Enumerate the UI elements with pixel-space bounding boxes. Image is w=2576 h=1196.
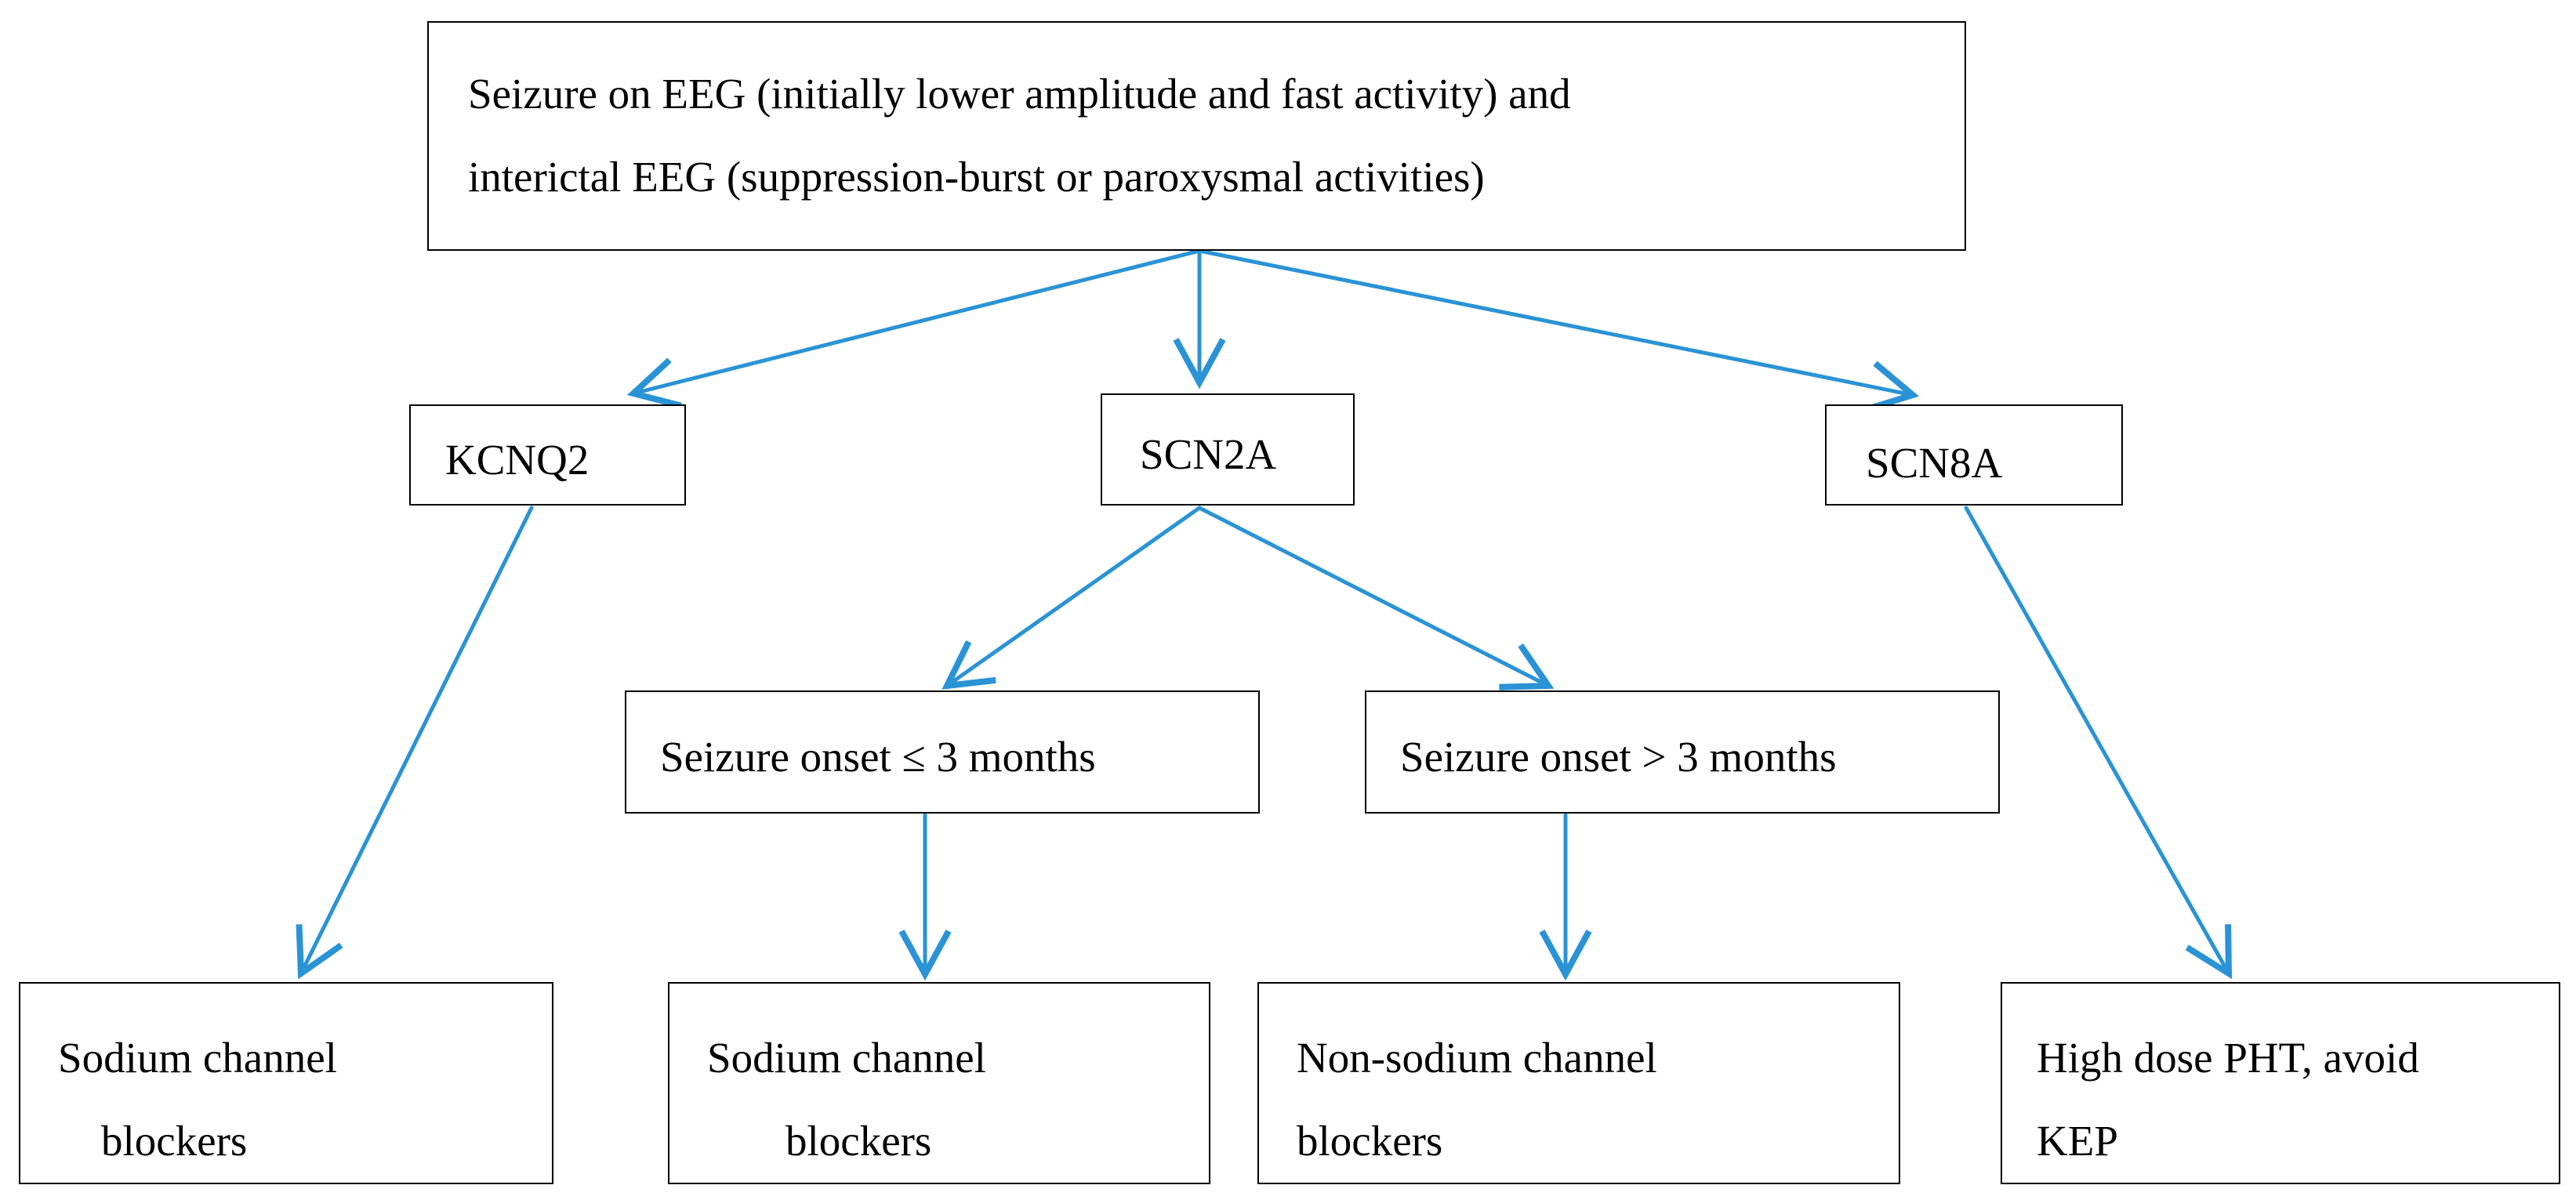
node-kcnq2-treatment-line-2: blockers [101, 1117, 248, 1165]
arrow-scn2a-to-onset-early [942, 506, 1202, 690]
node-scn8a-treatment-line-1: High dose PHT, avoid [2037, 1034, 2419, 1082]
node-root-line-2: interictal EEG (suppression-burst or par… [468, 153, 1485, 201]
node-scn2a-early-treatment-line-2: blockers [785, 1117, 932, 1165]
node-scn2a-late-treatment-line-2: blockers [1297, 1117, 1443, 1165]
node-onset-early: Seizure onset ≤ 3 months [625, 690, 1260, 814]
node-onset-early-label: Seizure onset ≤ 3 months [660, 733, 1096, 781]
node-kcnq2: KCNQ2 [409, 404, 686, 506]
node-kcnq2-label: KCNQ2 [445, 436, 590, 484]
arrow-root-to-scn8a [1197, 248, 1920, 413]
arrow-scn2a-to-onset-late [1197, 506, 1555, 690]
node-kcnq2-treatment: Sodium channel blockers [19, 982, 553, 1184]
node-root-line-1: Seizure on EEG (initially lower amplitud… [468, 70, 1571, 118]
node-onset-late: Seizure onset > 3 months [1365, 690, 2000, 814]
node-scn2a-late-treatment: Non-sodium channel blockers [1257, 982, 1900, 1184]
node-scn8a-treatment-line-2: KEP [2037, 1117, 2118, 1165]
arrow-root-to-kcnq2 [626, 248, 1202, 409]
arrow-scn8a-to-scn8a-treatment [1964, 506, 2233, 980]
node-scn2a-label: SCN2A [1140, 430, 1277, 478]
arrow-layer [296, 248, 2233, 981]
node-kcnq2-treatment-line-1: Sodium channel [58, 1034, 337, 1082]
node-onset-late-label: Seizure onset > 3 months [1400, 733, 1837, 781]
node-scn2a-early-treatment: Sodium channel blockers [668, 982, 1210, 1184]
node-scn8a-treatment: High dose PHT, avoid KEP [2001, 982, 2560, 1184]
node-scn8a-label: SCN8A [1866, 439, 2003, 487]
node-root: Seizure on EEG (initially lower amplitud… [427, 21, 1966, 251]
arrow-kcnq2-to-kcnq2-treatment [296, 506, 534, 980]
node-scn2a-early-treatment-line-1: Sodium channel [707, 1034, 986, 1082]
node-scn2a-late-treatment-line-1: Non-sodium channel [1297, 1034, 1657, 1082]
node-scn2a: SCN2A [1101, 393, 1355, 506]
node-scn8a: SCN8A [1825, 404, 2123, 506]
